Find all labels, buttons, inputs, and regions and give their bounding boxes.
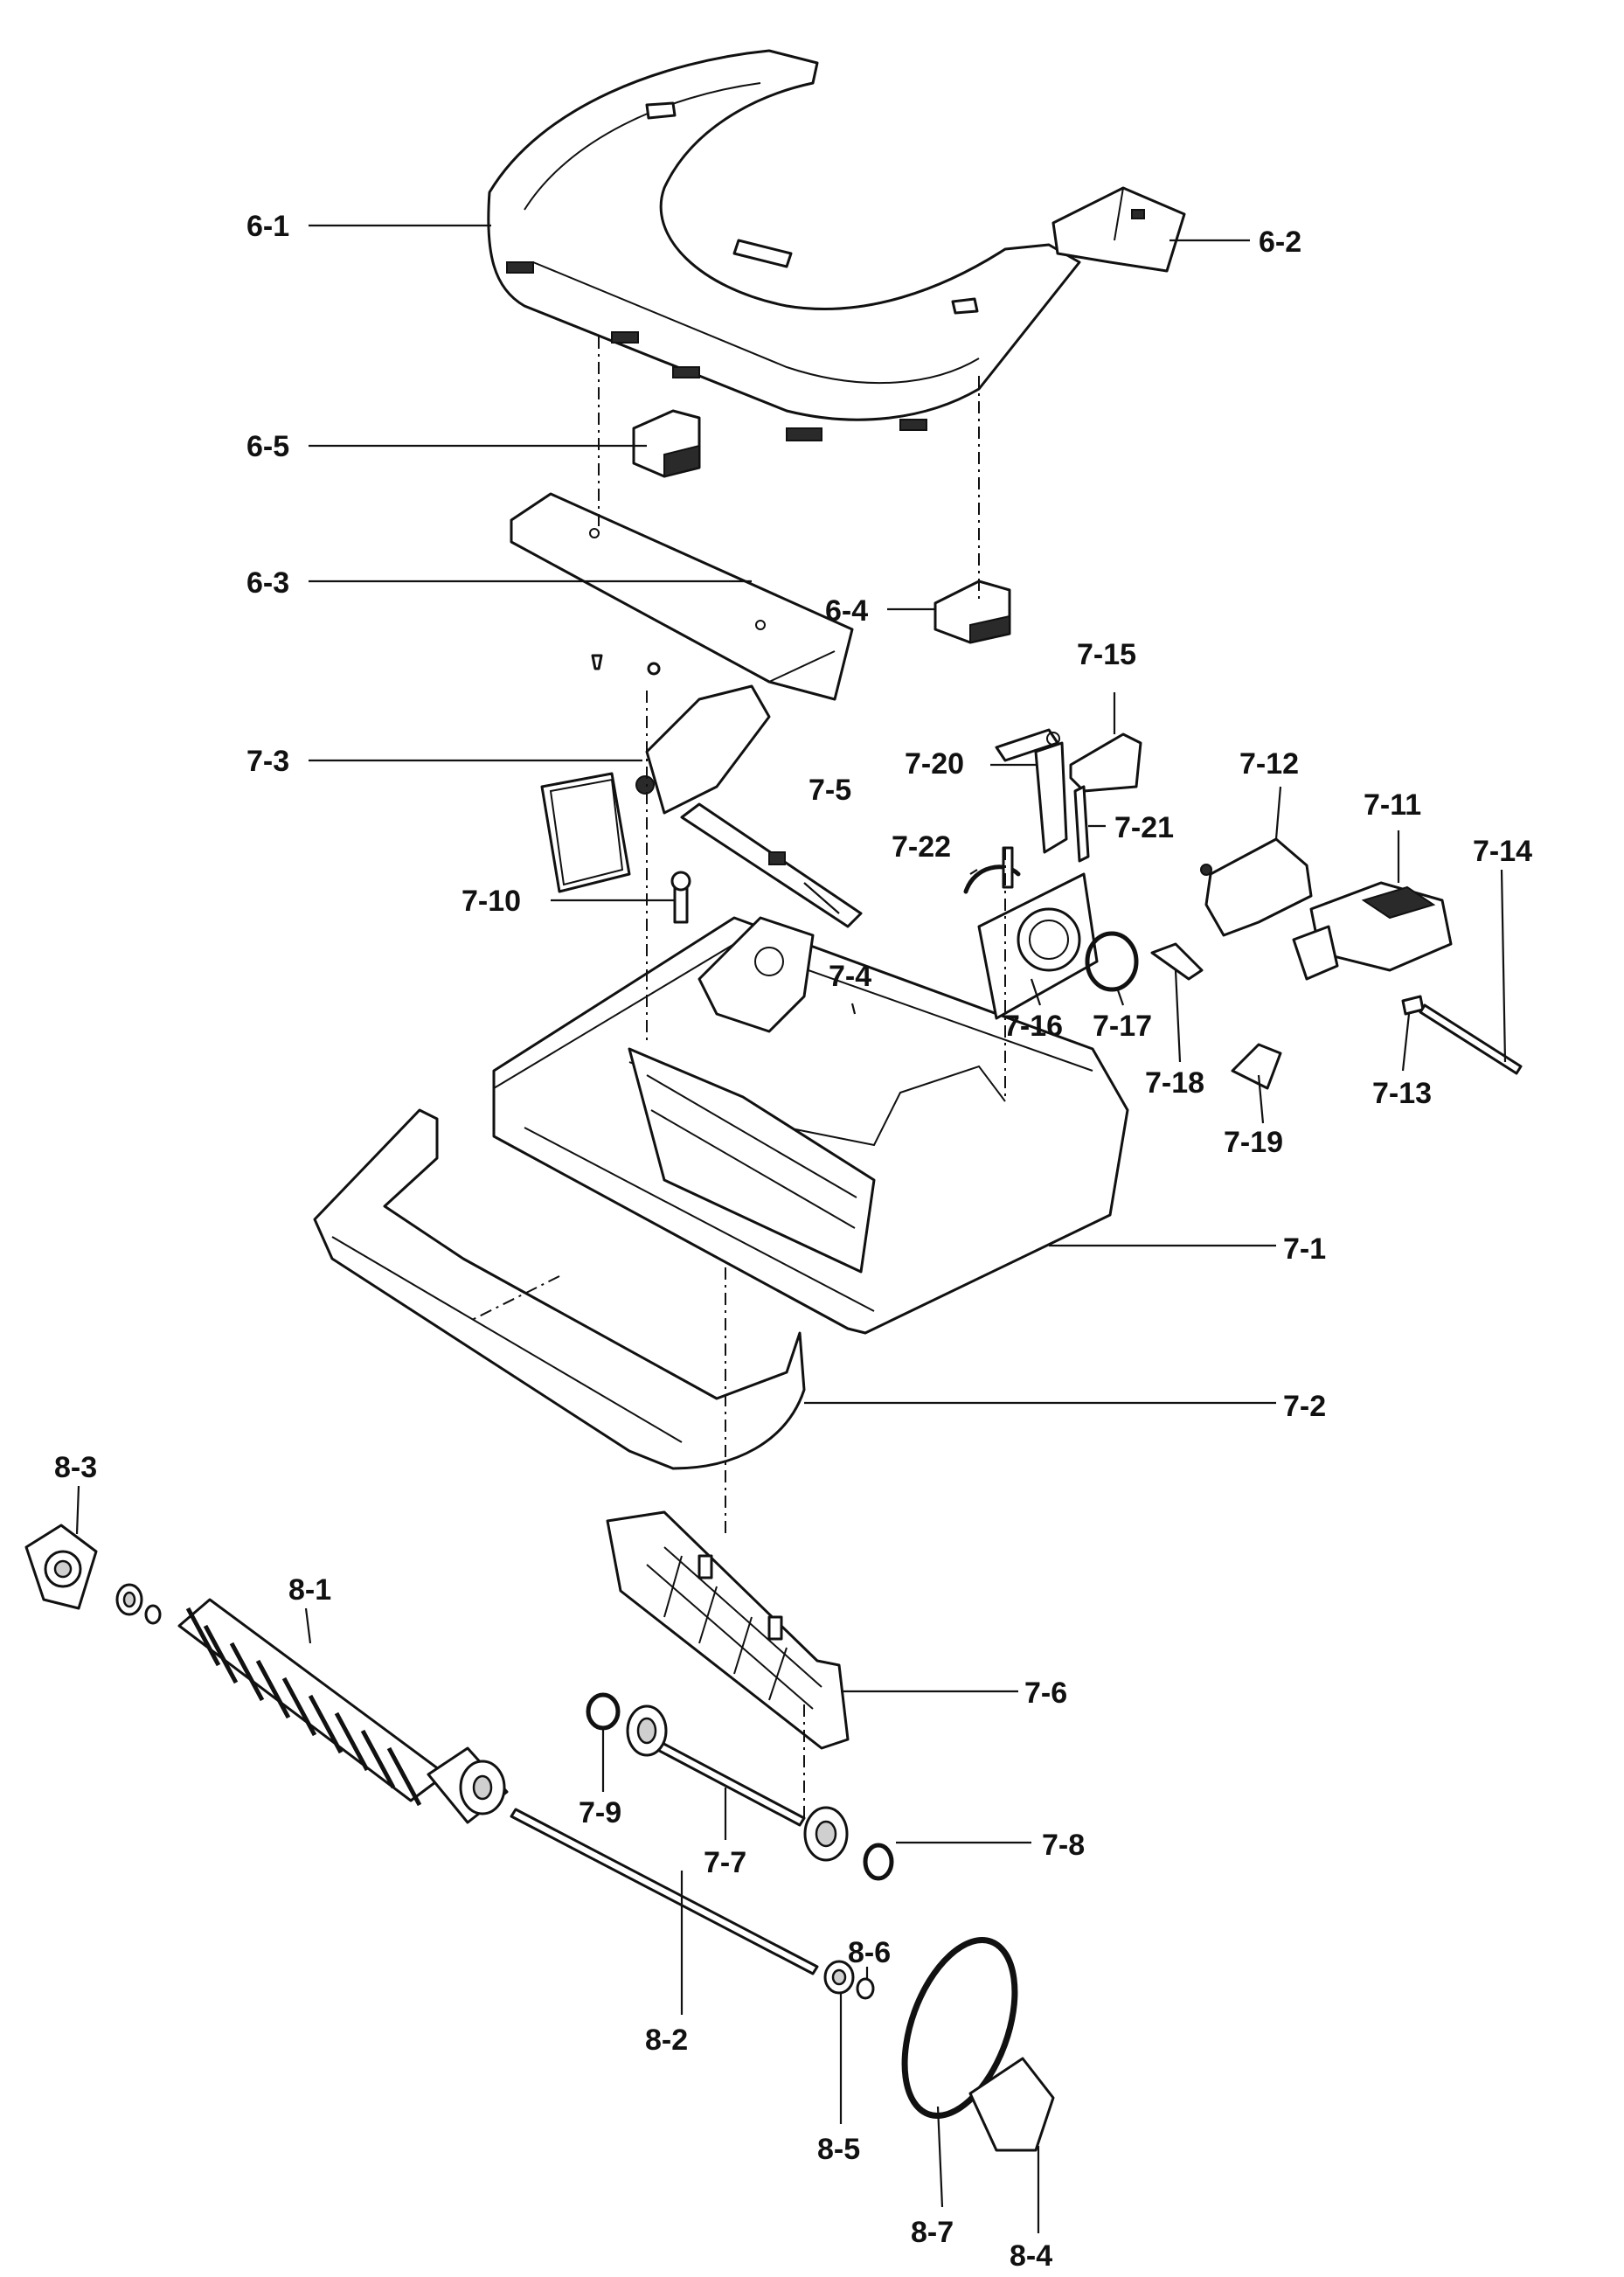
label-6-2: 6-2 <box>1259 226 1301 259</box>
label-6-4: 6-4 <box>825 594 868 628</box>
part-8-7-belt <box>901 1937 1018 2119</box>
label-7-17: 7-17 <box>1093 1010 1152 1043</box>
label-7-3: 7-3 <box>246 745 289 778</box>
label-7-10: 7-10 <box>462 885 521 918</box>
label-8-6: 8-6 <box>848 1936 891 1969</box>
part-6-1-top-cover <box>487 49 1081 441</box>
part-8-3-end-cap <box>24 1524 98 1610</box>
label-6-1: 6-1 <box>246 210 289 243</box>
label-7-12: 7-12 <box>1239 747 1299 781</box>
part-7-3-duct <box>540 684 771 893</box>
label-8-1: 8-1 <box>288 1573 331 1607</box>
label-7-5: 7-5 <box>809 774 851 807</box>
label-8-3: 8-3 <box>54 1451 97 1484</box>
part-8-5-bearing <box>823 1960 855 1995</box>
part-6-4-bracket <box>933 580 1011 644</box>
label-7-15: 7-15 <box>1077 638 1136 671</box>
label-7-20: 7-20 <box>905 747 964 781</box>
label-7-19: 7-19 <box>1224 1126 1283 1159</box>
label-6-5: 6-5 <box>246 430 289 463</box>
part-7-20-pedal-lever <box>995 728 1068 854</box>
bearing-washer <box>115 1583 162 1625</box>
part-6-5-bracket <box>632 409 701 478</box>
label-7-16: 7-16 <box>1003 1010 1063 1043</box>
part-7-16-motor-plate <box>977 846 1099 1020</box>
label-7-1: 7-1 <box>1283 1232 1326 1266</box>
part-7-18-pin <box>1150 942 1204 981</box>
label-7-9: 7-9 <box>579 1796 621 1829</box>
part-8-4-pad <box>968 2057 1055 2152</box>
part-6-3-plate <box>510 492 854 701</box>
label-7-6: 7-6 <box>1024 1677 1067 1710</box>
part-7-11-height-knob <box>1292 881 1453 981</box>
label-7-7: 7-7 <box>704 1846 746 1879</box>
label-7-8: 7-8 <box>1042 1829 1085 1862</box>
part-7-12-latch-bracket <box>1200 837 1313 937</box>
leader-lines <box>75 224 1507 2233</box>
part-6-2-clip <box>1051 186 1186 273</box>
label-7-22: 7-22 <box>892 830 951 864</box>
part-7-21-arm <box>1073 785 1090 863</box>
label-7-2: 7-2 <box>1283 1390 1326 1423</box>
part-7-17-ring <box>1085 931 1139 992</box>
part-7-10-screw <box>670 871 691 924</box>
part-7-9-ring <box>586 1692 621 1731</box>
part-7-15-pedal <box>1069 732 1142 793</box>
part-7-7-axle <box>626 1704 806 1827</box>
part-8-1-brush-roll <box>177 1598 509 1824</box>
label-7-4: 7-4 <box>829 960 871 993</box>
part-7-14-shaft <box>1419 1003 1523 1075</box>
label-6-3: 6-3 <box>246 566 289 600</box>
label-7-14: 7-14 <box>1473 835 1532 868</box>
part-7-2-bumper <box>313 1108 806 1470</box>
alignment-lines <box>471 337 1006 1818</box>
label-7-21: 7-21 <box>1114 811 1174 844</box>
label-8-5: 8-5 <box>817 2133 860 2166</box>
part-8-2-shaft <box>510 1808 819 1975</box>
part-7-8-wheel <box>803 1806 894 1881</box>
part-7-5-rail <box>680 802 863 928</box>
part-7-22-spring-clip <box>963 864 1021 894</box>
label-8-4: 8-4 <box>1010 2239 1052 2273</box>
part-7-6-grille <box>606 1510 850 1750</box>
label-8-7: 8-7 <box>911 2216 954 2249</box>
label-7-18: 7-18 <box>1145 1066 1204 1100</box>
label-8-2: 8-2 <box>645 2024 688 2057</box>
part-8-6-washer <box>856 1977 875 2000</box>
part-7-19-bracket <box>1231 1043 1282 1090</box>
label-7-13: 7-13 <box>1372 1077 1432 1110</box>
label-7-11: 7-11 <box>1364 788 1421 822</box>
part-labels: 6-1 6-2 6-5 6-3 6-4 7-15 7-3 7-20 7-12 7… <box>54 210 1532 2273</box>
part-7-1-base-housing <box>492 916 1129 1335</box>
